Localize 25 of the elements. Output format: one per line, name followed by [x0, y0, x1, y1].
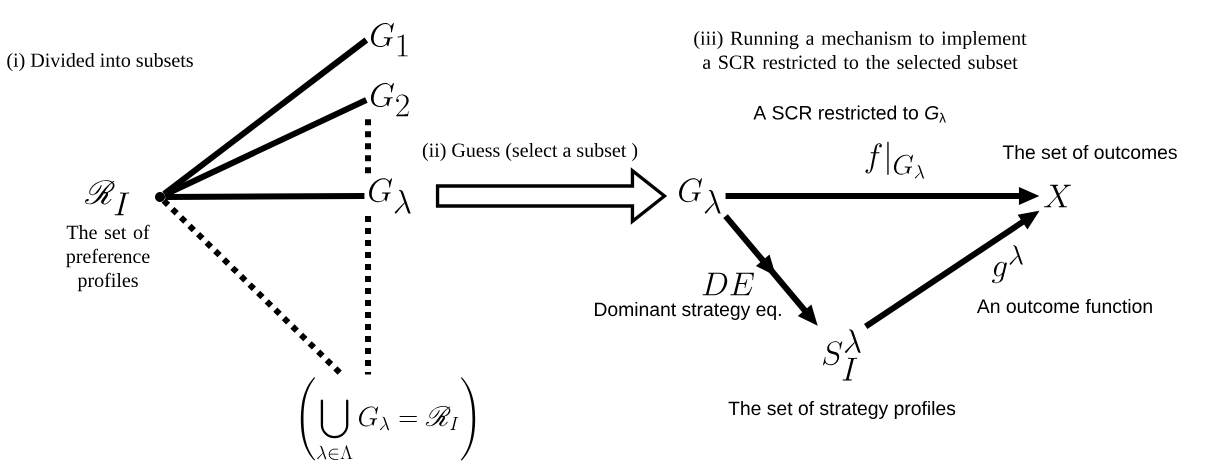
formula: $\left(\bigcup_{\lambda\in\Lambda} G_\lambda = \mathscr{R}_I\right)$: [300, 377, 476, 461]
annotation: An outcome function: [976, 298, 1152, 314]
edge-label: $f|_{G_\lambda}$: [865, 141, 925, 179]
edge-label: $g^\lambda$: [992, 245, 1023, 284]
math-symbol: $G_1$: [370, 23, 408, 57]
math-symbol: $X$: [1044, 184, 1071, 208]
math-symbol: $G_\lambda$: [369, 178, 411, 214]
annotation: (i) Divided into subsets: [7, 52, 193, 72]
math-symbol: $G_2$: [370, 83, 409, 117]
annotation: A SCR restricted to G$_{λ}$: [753, 105, 946, 123]
math-symbol: $G_\lambda$: [679, 178, 721, 214]
node-caption: The set of outcomes: [1002, 144, 1177, 160]
annotation: (iii) Running a mechanism to implement a SCR restricted to the selected subset: [694, 30, 1027, 70]
dotted-line: [161, 198, 344, 377]
math-symbol: $S_I^\lambda$: [822, 329, 861, 381]
edge-label: (ii) Guess (select a subset ): [422, 142, 638, 162]
edge-label: $DE$: [702, 272, 754, 296]
dotted-line: [365, 216, 371, 375]
math-symbol: $\mathscr{R}_I$: [85, 180, 130, 216]
node-caption: The set of preference profiles: [66, 224, 150, 292]
dotted-line: [365, 119, 371, 176]
line: [165, 193, 365, 200]
block-arrow: [435, 167, 668, 225]
node-caption: The set of strategy profiles: [728, 401, 956, 419]
annotation: Dominant strategy eq.: [595, 302, 781, 320]
